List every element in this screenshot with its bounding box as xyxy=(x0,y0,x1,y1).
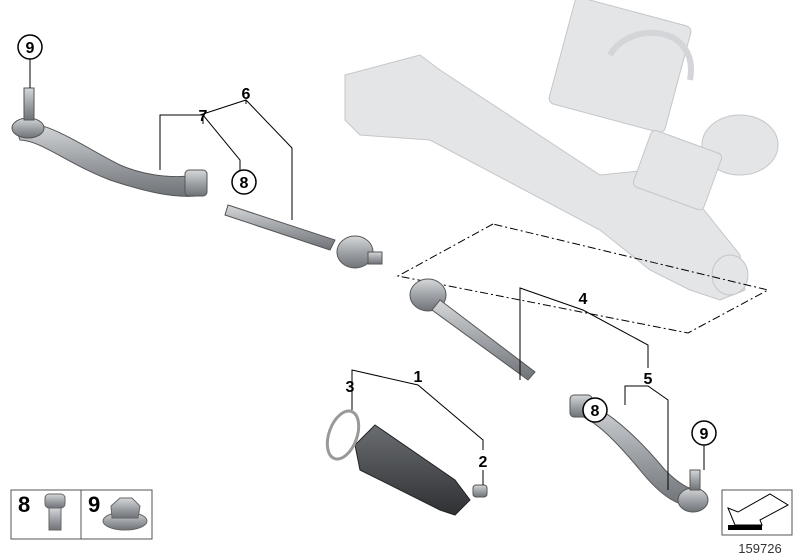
callout-4: 4 xyxy=(579,291,588,308)
callout-7: 7 xyxy=(199,108,208,125)
orientation-arrow-box xyxy=(721,489,793,536)
outer-tie-rod-end-left xyxy=(11,87,208,197)
callout-5: 5 xyxy=(644,371,653,388)
bellows-boot xyxy=(354,424,471,516)
bolt-icon xyxy=(44,493,66,531)
callout-9-right: 9 xyxy=(691,420,717,446)
legend-number-9: 9 xyxy=(88,492,100,517)
svg-text:8: 8 xyxy=(591,403,600,420)
assembly-outline xyxy=(396,223,770,334)
callout-8-right: 8 xyxy=(582,397,608,423)
inner-tie-rod-left xyxy=(224,204,383,269)
svg-text:9: 9 xyxy=(700,426,709,443)
flange-nut-icon xyxy=(102,497,148,531)
svg-text:8: 8 xyxy=(240,175,249,192)
steering-gear-ghost xyxy=(344,0,779,301)
callout-8-left: 8 xyxy=(231,169,257,195)
clamp-ring xyxy=(325,409,361,461)
callout-9-left: 9 xyxy=(17,34,43,60)
callout-3: 3 xyxy=(346,379,355,396)
legend-number-8: 8 xyxy=(18,492,30,517)
callout-2: 2 xyxy=(479,454,488,471)
callout-1: 1 xyxy=(414,369,423,386)
clamp xyxy=(472,484,488,498)
leader-lines xyxy=(29,59,705,490)
inner-tie-rod-right xyxy=(409,278,536,381)
hardware-legend: 8 9 xyxy=(10,489,153,540)
diagram-number: 159726 xyxy=(738,541,781,556)
svg-text:9: 9 xyxy=(26,40,35,57)
callout-6: 6 xyxy=(242,86,251,103)
